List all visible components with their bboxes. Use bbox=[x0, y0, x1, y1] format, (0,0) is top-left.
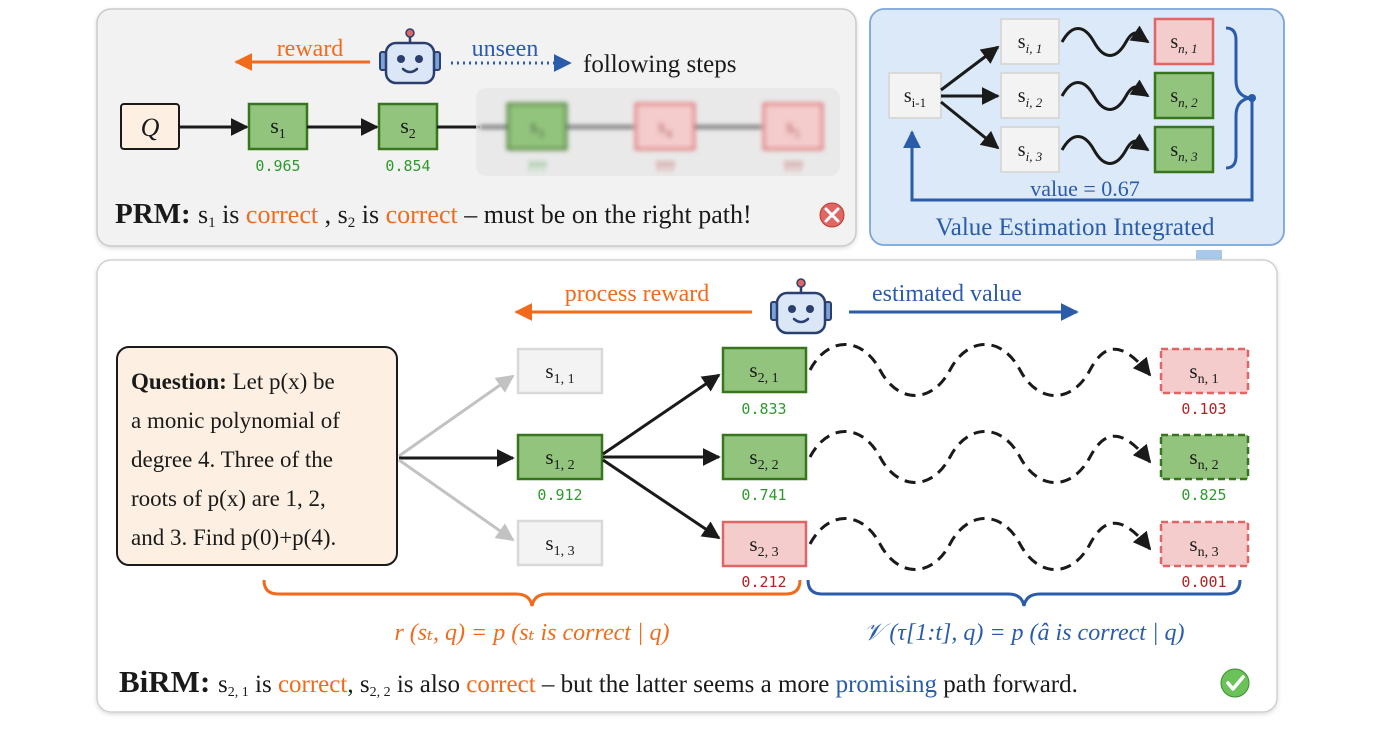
check-icon bbox=[1220, 668, 1250, 698]
value-estimation-panel: si-1 si, 1 si, 2 si, 3 sn, 1 sn, 2 bbox=[869, 8, 1285, 246]
svg-text:s3: s3 bbox=[530, 116, 544, 141]
birm-panel: process reward estimated value Question:… bbox=[96, 259, 1278, 713]
value-leaf-2: sn, 2 bbox=[1153, 71, 1215, 120]
prm-score-s4: ??? bbox=[656, 160, 675, 175]
estimated-value-label: estimated value bbox=[872, 281, 1022, 307]
node-sn3: sn, 3 bbox=[1159, 520, 1250, 568]
node-s23: s2, 3 bbox=[721, 520, 808, 568]
hidden-steps: s3 ??? s4 ??? s5 ??? bbox=[480, 102, 824, 175]
score-sn3: 0.001 bbox=[1181, 573, 1226, 591]
value-leaf-3: sn, 3 bbox=[1153, 125, 1215, 174]
svg-text:sn, 2: sn, 2 bbox=[1189, 445, 1218, 473]
value-formula: 𝒱 (τ[1:t], q) = p (â is correct | q) bbox=[863, 620, 1184, 646]
reward-formula: r (sₜ, q) = p (sₜ is correct | q) bbox=[394, 620, 669, 646]
node-sn1: sn, 1 bbox=[1159, 347, 1250, 395]
svg-text:si, 2: si, 2 bbox=[1018, 85, 1043, 110]
prm-step-s2: s2 bbox=[377, 102, 439, 151]
prm-panel: reward unseen following steps Q s1 0.965 bbox=[96, 8, 857, 247]
prm-step-s4 bbox=[634, 102, 696, 151]
value-leaf-1: sn, 1 bbox=[1153, 17, 1215, 66]
score-s21: 0.833 bbox=[741, 400, 786, 418]
cross-icon bbox=[819, 202, 845, 228]
svg-text:s1, 3: s1, 3 bbox=[545, 531, 574, 559]
question-line-5: and 3. Find p(0)+p(4). bbox=[131, 525, 336, 550]
node-s21: s2, 1 bbox=[721, 346, 808, 394]
svg-text:si, 3: si, 3 bbox=[1018, 139, 1043, 164]
value-child-1: si, 1 bbox=[1000, 18, 1060, 65]
value-feedback-arrow bbox=[903, 98, 1254, 202]
svg-text:s1, 1: s1, 1 bbox=[545, 359, 574, 387]
score-sn1: 0.103 bbox=[1181, 400, 1226, 418]
question-line-1: Question: Let p(x) be bbox=[131, 369, 335, 394]
prm-score-s1: 0.965 bbox=[255, 157, 300, 175]
value-brace-bottom bbox=[806, 579, 1242, 607]
rollout-2 bbox=[808, 430, 1152, 484]
svg-text:si, 1: si, 1 bbox=[1018, 31, 1042, 56]
prm-step-s3 bbox=[506, 102, 568, 151]
value-child-2: si, 2 bbox=[1000, 72, 1060, 119]
rollout-1 bbox=[808, 343, 1152, 397]
following-steps-label: following steps bbox=[583, 51, 736, 78]
unseen-label: unseen bbox=[472, 36, 539, 62]
prm-step-s1: s1 bbox=[247, 102, 309, 151]
svg-text:s1, 2: s1, 2 bbox=[545, 445, 574, 473]
svg-text:s2, 1: s2, 1 bbox=[749, 358, 778, 386]
node-s13: s1, 3 bbox=[516, 519, 604, 567]
question-label: Q bbox=[141, 113, 160, 142]
node-s11: s1, 1 bbox=[516, 347, 604, 395]
prm-score-s5: ??? bbox=[784, 160, 803, 175]
svg-text:sn, 3: sn, 3 bbox=[1189, 532, 1218, 560]
robot-icon bbox=[379, 28, 441, 85]
score-s22: 0.741 bbox=[741, 486, 786, 504]
prm-score-s2: 0.854 bbox=[385, 157, 430, 175]
prm-caption: PRM: s1 is correct , s2 is correct – mus… bbox=[115, 198, 752, 231]
rollout-3 bbox=[808, 517, 1152, 571]
svg-text:s2: s2 bbox=[400, 113, 416, 142]
svg-text:s2, 2: s2, 2 bbox=[749, 445, 778, 473]
node-s12: s1, 2 bbox=[516, 433, 604, 481]
svg-text:si-1: si-1 bbox=[904, 85, 926, 110]
value-child-3: si, 3 bbox=[1000, 126, 1060, 173]
prm-step-s5 bbox=[762, 102, 824, 151]
value-text: value = 0.67 bbox=[1030, 176, 1140, 201]
reward-label: reward bbox=[277, 36, 344, 62]
score-sn2: 0.825 bbox=[1181, 486, 1226, 504]
svg-text:sn, 2: sn, 2 bbox=[1170, 85, 1198, 110]
birm-caption: BiRM: s2, 1 is correct, s2, 2 is also co… bbox=[119, 664, 1078, 700]
prm-score-s3: ??? bbox=[528, 160, 547, 175]
question-line-2: a monic polynomial of bbox=[131, 408, 340, 433]
svg-text:sn, 3: sn, 3 bbox=[1170, 139, 1198, 164]
process-reward-label: process reward bbox=[565, 281, 710, 307]
robot-icon bbox=[770, 278, 832, 335]
score-s12: 0.912 bbox=[537, 486, 582, 504]
svg-text:sn, 1: sn, 1 bbox=[1189, 359, 1218, 387]
question-line-3: degree 4. Three of the bbox=[131, 447, 333, 472]
reward-brace bbox=[262, 579, 802, 607]
svg-text:s4: s4 bbox=[658, 116, 673, 141]
node-s22: s2, 2 bbox=[721, 433, 808, 481]
value-panel-title: Value Estimation Integrated bbox=[935, 214, 1215, 241]
question-card bbox=[116, 346, 398, 566]
node-sn2: sn, 2 bbox=[1159, 433, 1250, 481]
svg-text:s5: s5 bbox=[786, 116, 800, 141]
svg-text:sn, 1: sn, 1 bbox=[1170, 31, 1197, 56]
question-line-4: roots of p(x) are 1, 2, bbox=[131, 486, 326, 511]
svg-text:s1: s1 bbox=[270, 113, 286, 142]
svg-text:s2, 3: s2, 3 bbox=[749, 532, 778, 560]
score-s23: 0.212 bbox=[741, 573, 786, 591]
